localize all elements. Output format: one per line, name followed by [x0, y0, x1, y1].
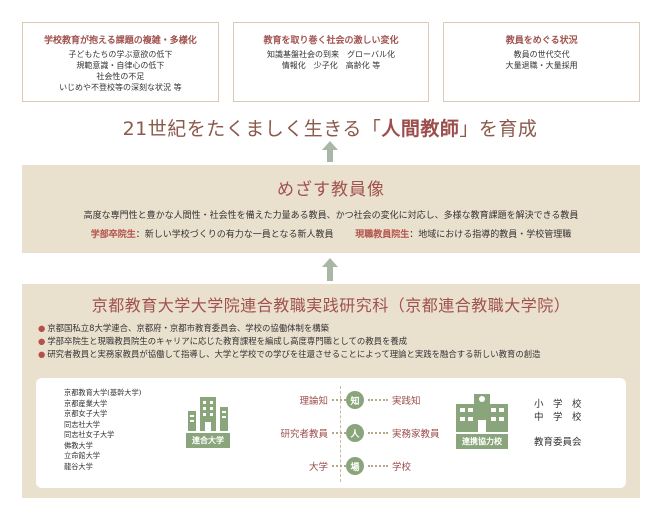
partner-list: 小 学 校 中 学 校 教育委員会 [534, 398, 614, 449]
list-item: 教育委員会 [534, 437, 582, 448]
issue-box-teachers: 教員をめぐる状況 教員の世代交代 大量退職・大量採用 [443, 22, 641, 102]
bridge-row: 大学 場 学校 [248, 456, 448, 476]
divider [340, 386, 341, 482]
target-label: 現職教員院生 [355, 230, 410, 240]
bridge-right: 実践知 [392, 396, 421, 407]
list-item: 京都産業大学 [64, 398, 108, 408]
list-item: 同志社大学 [64, 419, 100, 429]
list-item: 中 学 校 [534, 412, 582, 423]
bullet-icon: ● [38, 323, 46, 333]
list-item: 小 学 校 [534, 399, 582, 410]
bridge-row: 研究者教員 人 実務家教員 [248, 423, 448, 443]
list-item: 同志社女子大学 [64, 430, 115, 439]
bridge-left: 研究者教員 [280, 429, 328, 440]
school-bullets: ●京都国私立8大学連合、京都府・京都市教育委員会、学校の協働体制を構築 ●学部卒… [22, 322, 640, 361]
partner-label: 連携協力校 [456, 434, 508, 449]
target-text: ：地域における指導的教員・学校管理職 [409, 230, 572, 240]
school-building-icon [456, 394, 508, 432]
aim-panel: めざす教員像 高度な専門性と豊かな人間性・社会性を備えた力量ある教員、かつ社会の… [22, 165, 640, 253]
partner-schools: 連携協力校 [452, 392, 512, 449]
bridge-diagram: 理論知 知 実践知 研究者教員 人 実務家教員 大学 場 学校 [248, 386, 448, 486]
bridge-row: 理論知 知 実践知 [248, 390, 448, 410]
list-item: 立命館大学 [64, 451, 100, 460]
bridge-right: 実務家教員 [392, 429, 440, 440]
school-title: 京都教育大学大学院連合教職実践研究科（京都連合教職大学院） [91, 296, 571, 315]
issue-title: 学校教育が抱える課題の複雑・多様化 [43, 36, 197, 46]
bridge-left: 大学 [308, 462, 328, 473]
list-item: ●学部卒院生と現職教員院生のキャリアに応じた教育課程を編成し高度専門職としての教… [38, 336, 408, 346]
bullet-icon: ● [38, 336, 46, 346]
issue-line: 社会性の不足 [96, 72, 145, 81]
bridge-center: 人 [346, 424, 364, 442]
goal-after: 」を育成 [459, 118, 538, 140]
issue-line: 大量退職・大量採用 [505, 61, 578, 70]
university-list: 京都教育大学(基幹大学) 京都産業大学 京都女子大学 同志社大学 同志社女子大学… [64, 388, 141, 472]
list-item: 京都女子大学 [64, 409, 108, 418]
collaboration-box: 京都教育大学(基幹大学) 京都産業大学 京都女子大学 同志社大学 同志社女子大学… [36, 378, 626, 488]
union-label: 連合大学 [186, 433, 230, 448]
bridge-center: 場 [346, 457, 364, 475]
issue-line: 知識基盤社会の到来 グローバル化 [267, 50, 395, 59]
issue-line: 情報化 少子化 高齢化 等 [281, 61, 381, 70]
bridge-center: 知 [346, 391, 364, 409]
building-icon [188, 397, 228, 431]
up-arrow-icon [322, 141, 338, 162]
aim-targets: 学部卒院生：新しい学校づくりの有力な一員となる新人教員 現職教員院生：地域におけ… [22, 227, 640, 240]
aim-title: めざす教員像 [277, 180, 385, 200]
list-item: ●研究者教員と実務家教員が協働して指導し、大学と学校での学びを往還させることによ… [38, 349, 541, 359]
goal-statement: 21世紀をたくましく生きる「人間教師」を育成 [0, 114, 660, 141]
issue-box-problems: 学校教育が抱える課題の複雑・多様化 子どもたちの学ぶ意欲の低下 規範意識・自律心… [22, 22, 219, 102]
issue-title: 教員をめぐる状況 [505, 36, 578, 46]
target-label: 学部卒院生 [90, 230, 136, 240]
issues-row: 学校教育が抱える課題の複雑・多様化 子どもたちの学ぶ意欲の低下 規範意識・自律心… [22, 22, 641, 102]
up-arrow-icon [322, 258, 338, 281]
school-panel: 京都教育大学大学院連合教職実践研究科（京都連合教職大学院） ●京都国私立8大学連… [22, 284, 640, 498]
union-university: 連合大学 [186, 393, 230, 448]
list-item: 京都教育大学(基幹大学) [64, 388, 142, 397]
bullet-icon: ● [38, 349, 46, 359]
issue-line: いじめや不登校等の深刻な状況 等 [59, 83, 182, 92]
goal-emphasis: 人間教師 [381, 118, 460, 140]
issue-box-society: 教育を取り巻く社会の激しい変化 知識基盤社会の到来 グローバル化 情報化 少子化… [232, 22, 430, 102]
bridge-right: 学校 [392, 462, 412, 473]
list-item: ●京都国私立8大学連合、京都府・京都市教育委員会、学校の協働体制を構築 [38, 323, 330, 333]
goal-before: 21世紀をたくましく生きる「 [122, 118, 382, 140]
issue-title: 教育を取り巻く社会の激しい変化 [263, 36, 399, 46]
list-item: 佛教大学 [64, 440, 93, 450]
issue-line: 教員の世代交代 [513, 50, 570, 59]
issue-line: 規範意識・自律心の低下 [76, 61, 165, 70]
issue-line: 子どもたちの学ぶ意欲の低下 [68, 50, 173, 59]
aim-description: 高度な専門性と豊かな人間性・社会性を備えた力量ある教員、かつ社会の変化に対応し、… [83, 211, 579, 221]
target-text: ：新しい学校づくりの有力な一員となる新人教員 [135, 230, 334, 240]
bridge-left: 理論知 [299, 396, 328, 407]
list-item: 龍谷大学 [64, 461, 93, 471]
